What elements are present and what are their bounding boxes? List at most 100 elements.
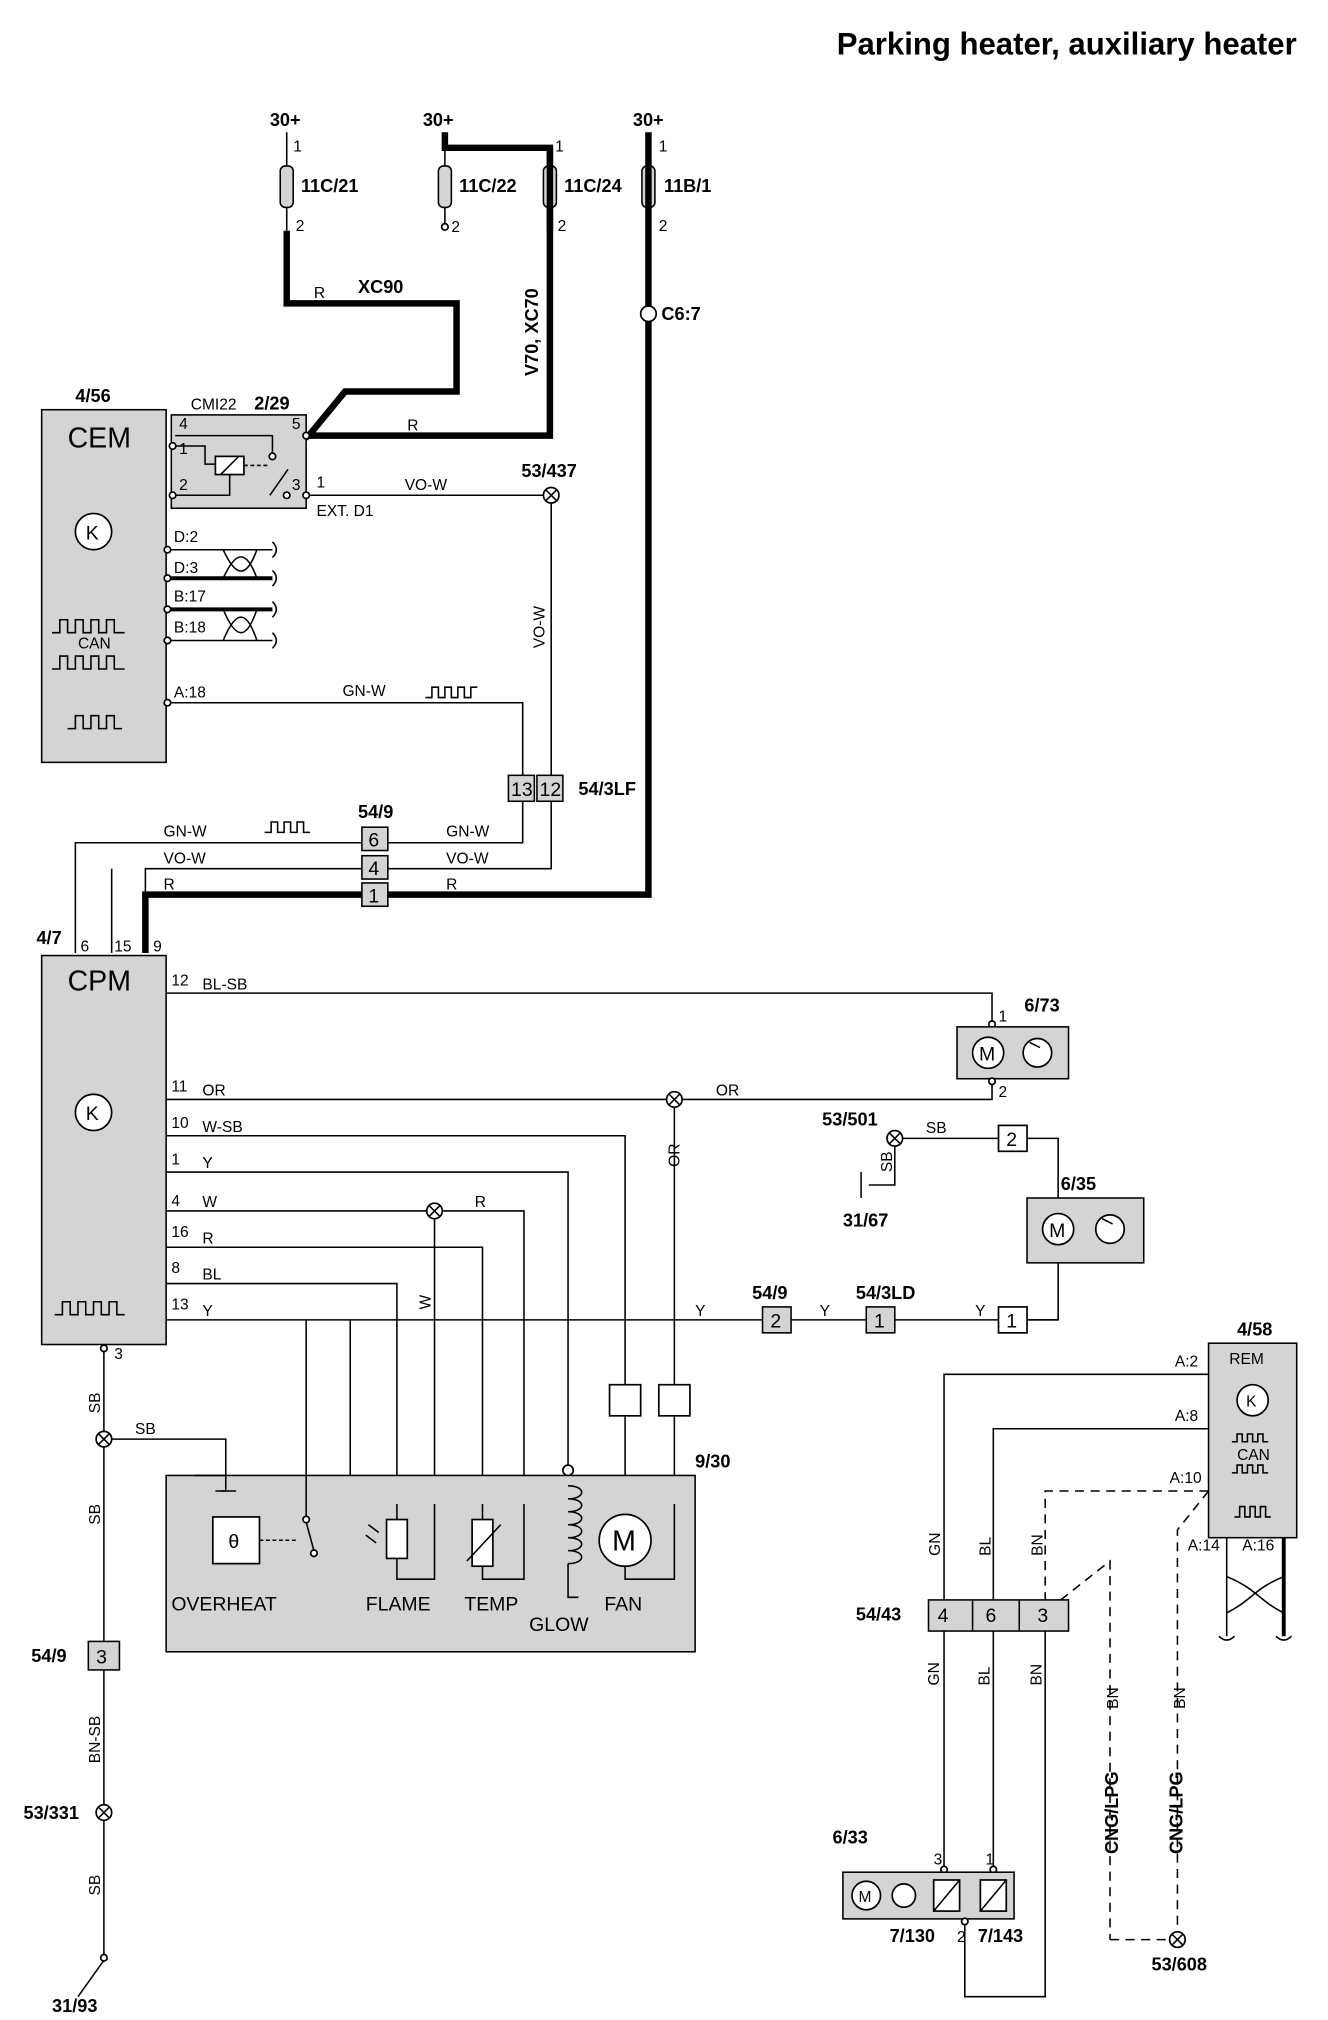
heater-label-temp: TEMP — [464, 1593, 518, 1615]
fuse-pin: 2 — [451, 219, 460, 236]
cpm-pin: 13 — [171, 1296, 188, 1313]
connector-pump-sb: 2 — [997, 1124, 1028, 1153]
connector-pin: 1 — [1006, 1311, 1017, 1333]
wire-label: VO-W — [405, 477, 448, 494]
pwm-signal-icon — [1234, 1505, 1271, 1518]
fan-connector — [608, 1383, 642, 1417]
wire-label: R — [446, 876, 457, 893]
connector-pin: 1 — [874, 1311, 885, 1333]
pump-icon — [891, 1883, 917, 1909]
fuse-id: 11B/1 — [664, 176, 711, 196]
pump-icon — [1022, 1037, 1053, 1068]
connector-label: 54/9 — [752, 1283, 787, 1303]
splice-53-501: 53/501 SB SB 31/67 — [822, 1109, 999, 1231]
relay-pin: 4 — [179, 416, 188, 433]
connector-pump-y: 1 — [997, 1306, 1028, 1334]
connector-pin: 1 — [368, 885, 379, 907]
wire-label: Y — [975, 1303, 986, 1320]
wire-label: R — [164, 876, 175, 893]
connector-label: 54/9 — [31, 1646, 66, 1666]
wire-label: GN — [927, 1533, 944, 1556]
heater-label-flame: FLAME — [366, 1593, 431, 1615]
wire-label: BL — [976, 1666, 993, 1685]
relay-ext-label: EXT. D1 — [317, 503, 374, 520]
fuel-label: CNG/LPG — [1102, 1771, 1122, 1854]
can-bus-wires — [163, 541, 278, 649]
cem-pin: B:18 — [174, 620, 206, 637]
wire-label: BN — [1105, 1687, 1122, 1709]
fuse-pin: 1 — [293, 139, 302, 156]
pump-icon — [1094, 1214, 1126, 1245]
rem-can-bus — [1218, 1537, 1293, 1641]
ground-path: SB SB SB 54/9 3 BN-SB 53/331 SB 31/93 — [24, 1344, 227, 2016]
connector-pin: 4 — [368, 858, 379, 880]
ground-label: 31/93 — [52, 1996, 97, 2016]
wire-label: W — [418, 1294, 435, 1309]
svg-text:θ: θ — [228, 1531, 239, 1553]
connector-pin: 6 — [368, 830, 379, 852]
wire-label: VO-W — [164, 850, 207, 867]
rem-pin: A:2 — [1175, 1354, 1198, 1371]
component-pin: 2 — [999, 1084, 1008, 1101]
pump-6-35: 6/35 M — [1026, 1174, 1145, 1264]
wire-label: OR — [202, 1083, 225, 1100]
svg-text:K: K — [86, 1103, 99, 1125]
connector-pin: 3 — [1037, 1605, 1048, 1627]
cem-pin: B:17 — [174, 589, 206, 606]
component-pin: 2 — [957, 1929, 966, 1946]
wire-gnw-cpm — [74, 801, 524, 953]
connector-pin: 4 — [938, 1605, 949, 1627]
connector-54-43: 54/43 4 6 3 — [856, 1599, 1070, 1632]
pwm-signal-icon — [67, 714, 123, 730]
relay-cmi22: CMI22 2/29 4 1 2 5 3 1 EXT. D1 — [168, 394, 374, 520]
svg-text:M: M — [612, 1526, 636, 1558]
cem-name: CEM — [68, 422, 131, 454]
connector-pin: 2 — [1006, 1129, 1017, 1151]
wire-label: GN — [926, 1662, 943, 1685]
wire-label: W-SB — [202, 1119, 242, 1136]
component-ref: 6/35 — [1061, 1174, 1096, 1194]
component-ref: 7/143 — [978, 1926, 1023, 1946]
relay-pin: 5 — [292, 416, 301, 433]
pwm-signal-icon — [425, 686, 478, 699]
relay-pin: 2 — [179, 477, 188, 494]
connector-54-9: 54/9 6 4 1 — [358, 802, 393, 907]
rem-pin: A:10 — [1170, 1470, 1202, 1487]
splice-label: 53/331 — [24, 1803, 80, 1823]
fuse-pin: 1 — [659, 139, 668, 156]
wire-label: VO-W — [532, 606, 549, 649]
relay-ref: 2/29 — [254, 394, 289, 414]
fuse-id: 11C/22 — [459, 176, 516, 196]
connector-label: 54/43 — [856, 1605, 901, 1625]
splice-label: 53/437 — [521, 461, 577, 481]
cpm-pin: 16 — [171, 1224, 188, 1241]
cpm-pin: 3 — [114, 1346, 123, 1363]
wire-label: OR — [716, 1083, 739, 1100]
cpm-pin: 11 — [171, 1079, 187, 1096]
wire-label: GN-W — [446, 823, 489, 840]
connector-c6 — [639, 305, 658, 323]
rem-module: 4/58 REM K CAN A:2 A:8 A:10 A:14 A:16 — [1170, 1319, 1298, 1555]
svg-text:M: M — [1049, 1220, 1065, 1242]
svg-text:K: K — [86, 522, 99, 544]
pwm-signal-icon — [264, 821, 311, 834]
cpm-pin: 10 — [171, 1115, 189, 1132]
temp-sensor-icon — [471, 1518, 494, 1568]
wire-label: BL-SB — [202, 976, 247, 993]
component-pin: 3 — [934, 1851, 943, 1868]
wire-label: Y — [202, 1155, 213, 1172]
wire-label: R — [314, 285, 325, 302]
wire-vow-long — [144, 503, 552, 953]
heater-label-fan: FAN — [604, 1593, 642, 1615]
fuse-11c24: 1 11C/24 2 — [542, 139, 622, 235]
fuse-supply-label: 30+ — [633, 110, 664, 130]
wire-label: SB — [135, 1421, 156, 1438]
component-ref: 6/33 — [833, 1828, 868, 1848]
wire-label: BN — [1028, 1664, 1045, 1686]
can-signal-icon — [1231, 1433, 1269, 1443]
thermostat-icon — [211, 1516, 261, 1565]
heater-label-glow: GLOW — [529, 1614, 589, 1636]
cem-pin: D:2 — [174, 529, 198, 546]
pwm-signal-icon — [54, 1300, 125, 1316]
